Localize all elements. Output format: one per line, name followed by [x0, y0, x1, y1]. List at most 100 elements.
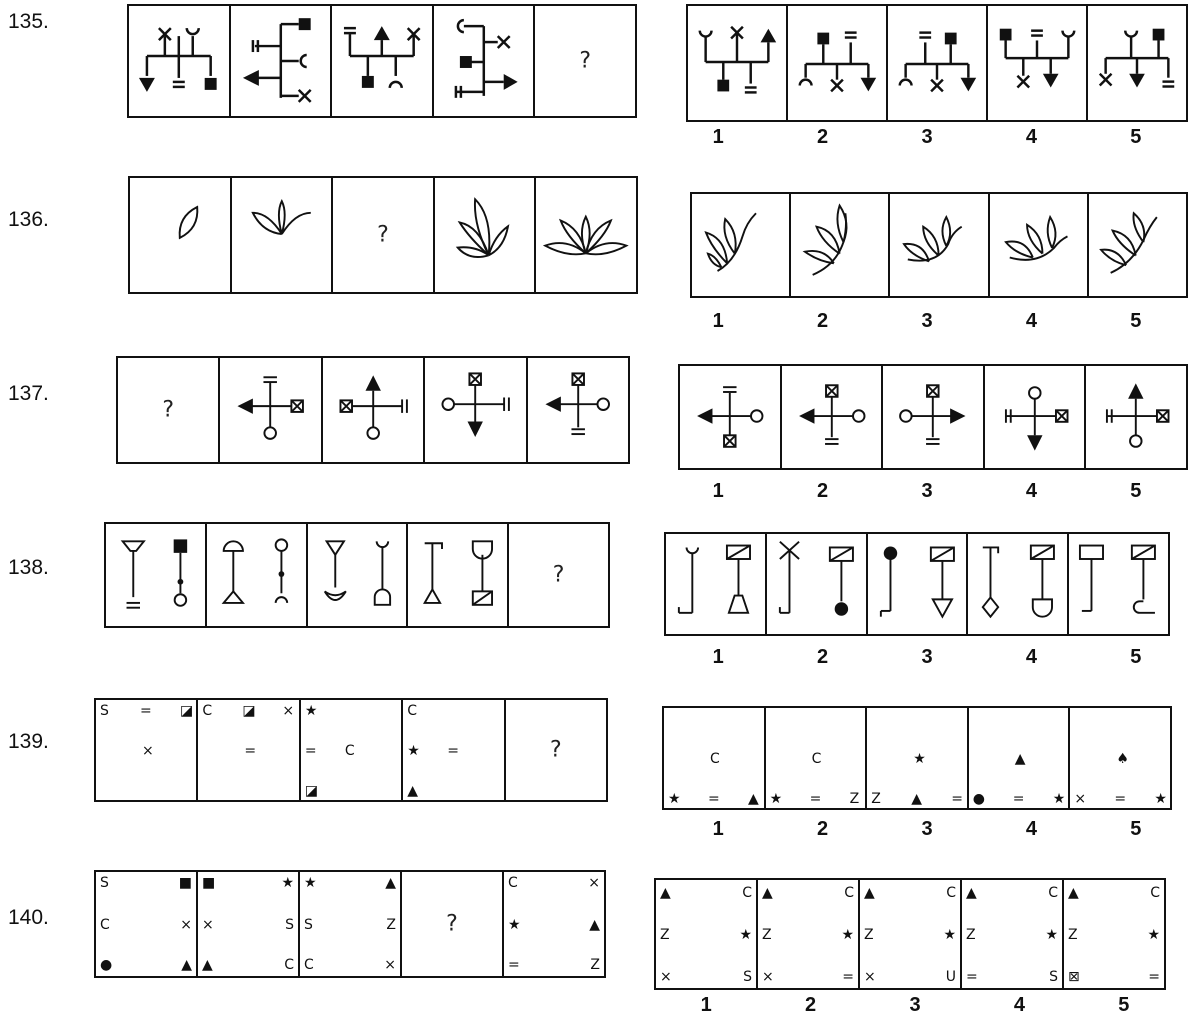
branch-symbol-figure [888, 6, 986, 120]
option-label: 5 [1084, 126, 1188, 149]
branch-symbol-figure [788, 6, 886, 120]
answer-option[interactable] [883, 366, 985, 468]
figure-symbol: C [345, 744, 355, 758]
figure-symbol: S [100, 876, 109, 890]
answer-option[interactable]: C ★ = ▲ [664, 708, 766, 808]
option-label: 4 [979, 480, 1083, 503]
answer-option[interactable]: ▲ C Z ★ × = [758, 880, 860, 988]
cross-symbol-figure [985, 366, 1085, 468]
figure-symbol: C [844, 886, 854, 900]
figure-symbol: ▲ [407, 784, 418, 798]
answer-option[interactable]: C ★ = Z [766, 708, 868, 808]
option-label: 3 [875, 818, 979, 841]
figure-symbol: ● [973, 792, 985, 806]
answer-option[interactable] [1088, 6, 1186, 120]
figure-symbol: = [708, 792, 720, 806]
figure-symbol: = [244, 744, 256, 758]
figure-symbol: Z [1068, 928, 1078, 942]
figure-symbol: × [660, 970, 672, 984]
figure-symbol: = [508, 958, 520, 972]
answer-option[interactable]: ▲ C Z ★ × S [656, 880, 758, 988]
problem-figure: C ◪ × = [198, 700, 300, 800]
option-label: 3 [875, 310, 979, 333]
answer-option[interactable] [1069, 534, 1168, 634]
option-label: 2 [758, 994, 862, 1017]
missing-figure: ? [333, 178, 435, 292]
figure-symbol: ◪ [242, 704, 255, 718]
answer-option[interactable] [988, 6, 1088, 120]
figure-symbol: × [864, 970, 876, 984]
problem-figure [425, 358, 527, 462]
figure-symbol: Z [660, 928, 670, 942]
figure-symbol: C [710, 752, 720, 766]
answer-option[interactable]: ▲ C Z ★ = S [962, 880, 1064, 988]
answer-option[interactable] [688, 6, 788, 120]
figure-symbol: Z [864, 928, 874, 942]
answer-option[interactable]: ♠ × = ★ [1070, 708, 1170, 808]
figure-symbol: ★ [913, 752, 926, 766]
figure-symbol: ★ [1147, 928, 1160, 942]
answer-figures [686, 4, 1188, 122]
option-label: 4 [979, 310, 1083, 333]
answer-option[interactable] [767, 534, 868, 634]
answer-option[interactable] [1086, 366, 1186, 468]
option-labels: 1 2 3 4 5 [654, 994, 1176, 1017]
figure-symbol: × [588, 876, 600, 890]
figure-symbol: ▲ [589, 918, 600, 932]
leaf-figure [1089, 194, 1186, 296]
answer-option[interactable]: ▲ C Z ★ ⊠ = [1064, 880, 1164, 988]
problem-figure [207, 524, 308, 626]
figure-symbol: × [1074, 792, 1086, 806]
figure-symbol: ▲ [1015, 752, 1026, 766]
figure-symbol: ◪ [180, 704, 193, 718]
problem-figure [528, 358, 628, 462]
leaf-figure [232, 178, 332, 292]
answer-option[interactable] [680, 366, 782, 468]
answer-option[interactable]: ▲ C Z ★ × U [860, 880, 962, 988]
figure-symbol: C [1150, 886, 1160, 900]
figure-symbol: S [1049, 970, 1058, 984]
figure-symbol: C [812, 752, 822, 766]
answer-option[interactable] [1089, 194, 1186, 296]
option-label: 4 [979, 126, 1083, 149]
answer-option[interactable] [666, 534, 767, 634]
figure-symbol: ⊠ [1068, 970, 1080, 984]
option-label: 2 [770, 646, 874, 669]
answer-option[interactable] [788, 6, 888, 120]
answer-option[interactable]: ▲ ● = ★ [969, 708, 1071, 808]
answer-option[interactable] [968, 534, 1069, 634]
problem-figure [106, 524, 207, 626]
figure-symbol: × [142, 744, 154, 758]
figure-symbol: Z [762, 928, 772, 942]
answer-option[interactable] [890, 194, 989, 296]
branch-symbol-figure [688, 6, 786, 120]
figure-symbol: ▲ [966, 886, 977, 900]
answer-option[interactable] [888, 6, 988, 120]
answer-option[interactable] [868, 534, 969, 634]
problem-figure: ★ ▲ S Z C × [300, 872, 402, 976]
answer-option[interactable] [782, 366, 884, 468]
answer-option[interactable] [990, 194, 1089, 296]
figure-symbol: ★ [508, 918, 521, 932]
missing-figure: ? [506, 700, 606, 800]
figure-symbol: ▲ [748, 792, 759, 806]
figure-symbol: × [282, 704, 294, 718]
figure-symbol: U [946, 970, 956, 984]
branch-symbol-figure [988, 6, 1086, 120]
option-label: 4 [967, 994, 1071, 1017]
problem-figure [220, 358, 322, 462]
answer-figures [664, 532, 1170, 636]
answer-figures: ▲ C Z ★ × S ▲ C Z ★ × = ▲ C Z ★ × U ▲ C … [654, 878, 1166, 990]
branch-symbol-figure [231, 6, 331, 116]
answer-option[interactable] [791, 194, 890, 296]
answer-figures [678, 364, 1188, 470]
answer-option[interactable]: ★ Z ▲ = [867, 708, 969, 808]
cross-symbol-figure [1086, 366, 1186, 468]
answer-option[interactable] [692, 194, 791, 296]
figure-symbol: Z [871, 792, 881, 806]
answer-option[interactable] [985, 366, 1087, 468]
figure-symbol: ■ [202, 876, 215, 890]
option-label: 2 [770, 126, 874, 149]
option-label: 1 [666, 480, 770, 503]
option-label: 3 [875, 646, 979, 669]
